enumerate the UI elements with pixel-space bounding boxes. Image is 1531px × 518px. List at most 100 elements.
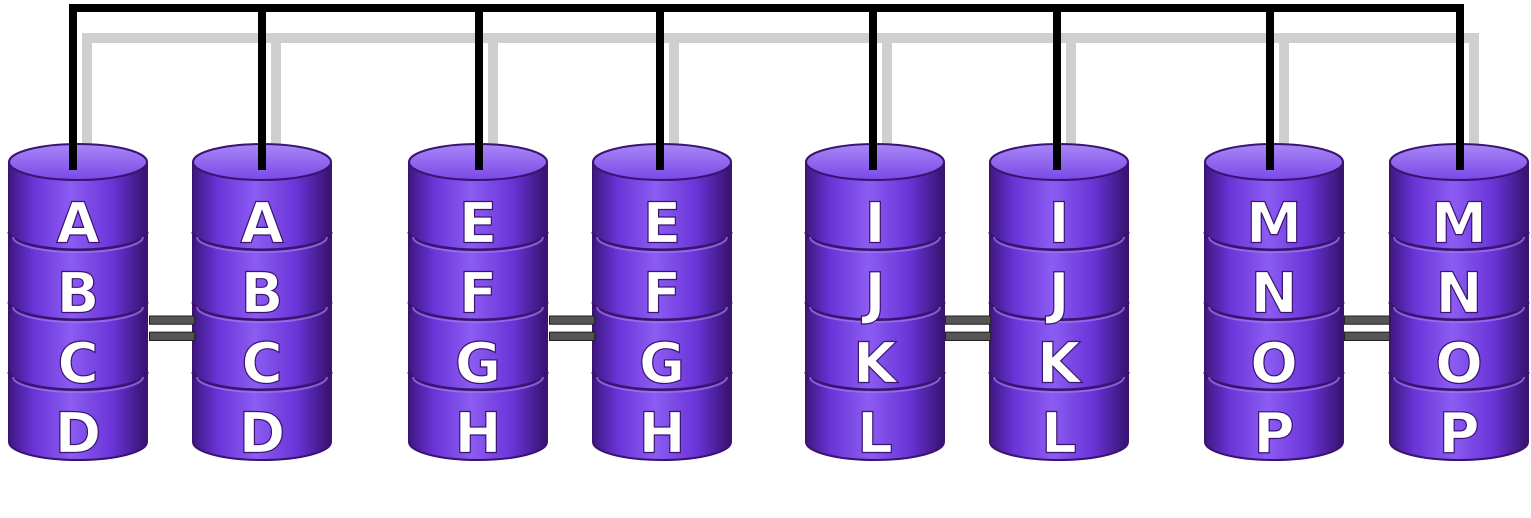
disk-body [408,161,548,461]
block-separator-highlight [12,306,144,323]
block-separator-highlight [596,306,728,323]
block-separator [7,371,149,392]
disk-body [1389,161,1529,461]
block-label: G [639,332,685,397]
block-separator-highlight [993,306,1125,323]
disk-body [592,161,732,461]
block-label: A [240,192,284,257]
block-label: K [853,332,899,397]
block-separator-highlight [1393,306,1525,323]
block-separator-highlight [993,376,1125,393]
block-separator-highlight [412,376,544,393]
block-label: L [1041,402,1077,467]
block-label: E [459,192,497,257]
block-label: O [1250,332,1298,397]
block-separator [1388,301,1530,322]
controller-bus [69,4,1479,152]
disk-body [989,161,1129,461]
block-label: N [1251,262,1298,327]
block-label: K [1037,332,1083,397]
block-separator [988,301,1130,322]
block-separator [591,371,733,392]
block-separator-highlight [993,236,1125,253]
block-separator [7,231,149,252]
block-separator-highlight [596,236,728,253]
block-label: F [643,262,681,327]
disk-body [8,161,148,461]
block-separator-highlight [809,306,941,323]
mirror-equals-sign: = [1337,284,1397,368]
disk-body [805,161,945,461]
block-separator-highlight [809,236,941,253]
block-separator-highlight [1208,236,1340,253]
block-label: I [865,192,886,257]
block-separator-highlight [809,376,941,393]
block-label: M [1246,192,1302,257]
block-label: O [1435,332,1483,397]
block-separator [1388,371,1530,392]
block-separator-highlight [412,236,544,253]
block-separator [1203,371,1345,392]
block-label: A [56,192,100,257]
block-label: C [241,332,282,397]
block-separator-highlight [412,306,544,323]
mirror-equals-sign: = [142,284,202,368]
block-label: H [455,402,502,467]
block-separator [804,371,946,392]
block-label: L [857,402,893,467]
disk-top [8,143,148,181]
block-separator-highlight [596,376,728,393]
block-label: B [241,262,284,327]
block-label: E [643,192,681,257]
block-separator-highlight [1393,376,1525,393]
block-separator [804,231,946,252]
mirror-equals-sign: = [542,284,602,368]
block-separator [1203,301,1345,322]
block-label: D [55,402,101,467]
block-label: I [1049,192,1070,257]
block-label: P [1253,402,1294,467]
block-separator [988,371,1130,392]
block-separator [191,231,333,252]
block-separator-highlight [1208,376,1340,393]
block-separator [7,301,149,322]
block-separator [591,231,733,252]
block-separator [407,231,549,252]
block-label: B [57,262,100,327]
block-label: G [455,332,501,397]
block-separator [191,301,333,322]
block-label: N [1436,262,1483,327]
block-separator-highlight [196,236,328,253]
block-label: F [459,262,497,327]
block-label: M [1431,192,1487,257]
disk-body [1204,161,1344,461]
block-separator [804,301,946,322]
block-separator-highlight [12,236,144,253]
block-separator [1388,231,1530,252]
block-label: H [639,402,686,467]
mirror-equals-sign: = [938,284,998,368]
disk-body [192,161,332,461]
block-separator-highlight [196,376,328,393]
block-label: J [1045,262,1070,327]
block-label: J [861,262,886,327]
block-label: D [239,402,285,467]
block-separator-highlight [1208,306,1340,323]
block-separator-highlight [12,376,144,393]
block-separator [407,301,549,322]
block-label: C [57,332,98,397]
block-separator-highlight [1393,236,1525,253]
block-label: P [1438,402,1479,467]
block-separator-highlight [196,306,328,323]
bus-shadow [82,33,1479,142]
